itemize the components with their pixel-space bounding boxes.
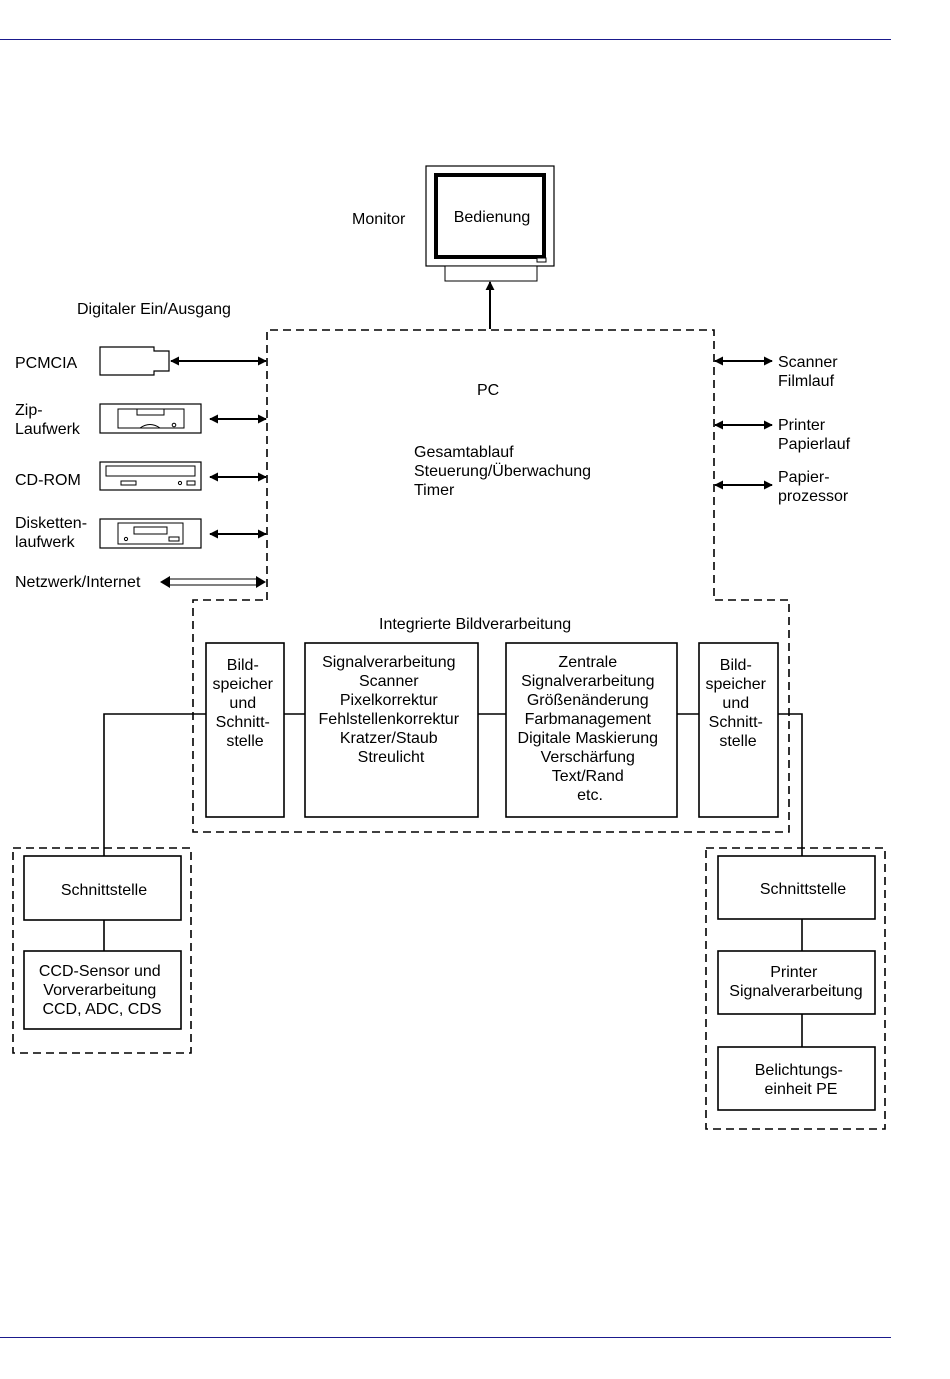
buffer-right-text: Bild- speicher und Schnitt- stelle <box>706 657 771 750</box>
monitor-screen-text: Bedienung <box>454 209 531 226</box>
printer-unit-boundary <box>705 847 886 1130</box>
scanner-unit-boundary <box>12 847 192 1054</box>
pc-function-line: Gesamtablauf <box>414 444 514 461</box>
zip-label: Zip- Laufwerk <box>15 402 81 438</box>
pc-function-line: Timer <box>414 482 455 499</box>
printer-interface-text: Schnittstelle <box>760 881 846 898</box>
pcmcia-label: PCMCIA <box>15 355 78 372</box>
central-processing-box <box>505 642 678 818</box>
central-processing-line: Signalverarbeitung <box>521 673 654 690</box>
pc-title: PC <box>477 382 499 399</box>
scanner-interface-text: Schnittstelle <box>61 882 147 899</box>
central-processing-line: Digitale Maskierung <box>518 730 659 747</box>
connector-buffer-scanner-unit <box>103 713 206 856</box>
monitor-power-led <box>536 257 547 263</box>
scanner-processing-line: Fehlstellenkorrektur <box>319 711 460 728</box>
monitor: Bedienung <box>425 165 555 282</box>
zip-drive-icon <box>99 403 202 434</box>
pc-function-line: Steuerung/Überwachung <box>414 462 591 480</box>
pcmcia-card-icon <box>99 346 170 376</box>
scanner-processing-line: Kratzer/Staub <box>340 730 438 747</box>
floppy-drive-icon <box>99 518 202 549</box>
processor-label-line: prozessor <box>778 488 849 505</box>
printer-label: Printer Papierlauf <box>778 417 851 453</box>
ccd-sensor-line: Vorverarbeitung <box>43 982 156 999</box>
printer-signal-line: Signalverarbeitung <box>729 983 862 1000</box>
ccd-sensor-line: CCD-Sensor und <box>39 963 161 980</box>
monitor-screen <box>434 173 546 259</box>
scanner-label-line: Scanner <box>778 354 838 371</box>
scanner-label: Scanner Filmlauf <box>778 354 842 390</box>
printer-signal-box <box>717 950 876 1015</box>
ccd-sensor-line: CCD, ADC, CDS <box>42 1001 161 1018</box>
exposure-unit-box <box>717 1046 876 1111</box>
scanner-processing-line: Signalverarbeitung <box>322 654 455 671</box>
central-processing-line: etc. <box>577 787 603 804</box>
bottom-rule <box>0 1337 891 1338</box>
buffer-right-line: Bild- <box>720 657 752 674</box>
ccd-sensor-text: CCD-Sensor und Vorverarbeitung CCD, ADC,… <box>39 963 165 1018</box>
scanner-processing-box <box>304 642 479 818</box>
buffer-right-line: Schnitt- <box>709 714 763 731</box>
processor-label-line: Papier- <box>778 469 830 486</box>
printer-label-line: Printer <box>778 417 826 434</box>
central-processing-line: Verschärfung <box>541 749 635 766</box>
buffer-left-line: speicher <box>213 676 274 693</box>
top-rule <box>0 39 891 40</box>
buffer-left-line: Schnitt- <box>216 714 270 731</box>
pc-functions: Gesamtablauf Steuerung/Überwachung Timer <box>414 444 595 499</box>
central-processing-text: Zentrale Signalverarbeitung Größenänderu… <box>518 654 663 804</box>
image-processing-title: Integrierte Bildverarbeitung <box>379 616 571 633</box>
printer-signal-text: Printer Signalverarbeitung <box>729 964 862 1000</box>
exposure-unit-line: einheit PE <box>765 1081 838 1098</box>
buffer-left-line: stelle <box>226 733 263 750</box>
exposure-unit-line: Belichtungs- <box>755 1062 843 1079</box>
ccd-sensor-box <box>23 950 182 1030</box>
monitor-label: Monitor <box>352 211 406 228</box>
network-double-arrow <box>160 576 266 588</box>
buffer-left-text: Bild- speicher und Schnitt- stelle <box>213 657 278 750</box>
scanner-interface-box <box>23 855 182 921</box>
buffer-left-line: und <box>229 695 256 712</box>
scanner-processing-line: Pixelkorrektur <box>340 692 438 709</box>
pc-boundary <box>192 329 790 833</box>
buffer-left-line: Bild- <box>227 657 259 674</box>
central-processing-line: Text/Rand <box>552 768 624 785</box>
buffer-right-line: speicher <box>706 676 767 693</box>
disk-label: Disketten- laufwerk <box>15 515 91 551</box>
buffer-left-box <box>205 642 285 818</box>
printer-label-line: Papierlauf <box>778 436 851 453</box>
scanner-processing-line: Scanner <box>359 673 419 690</box>
printer-signal-line: Printer <box>770 964 818 981</box>
cdrom-label: CD-ROM <box>15 472 81 489</box>
connector-buffer-printer-unit <box>778 713 803 856</box>
printer-interface-box <box>717 855 876 920</box>
scanner-processing-line: Streulicht <box>358 749 425 766</box>
disk-label-line: Disketten- <box>15 515 87 532</box>
monitor-stand <box>444 265 538 282</box>
processor-label: Papier- prozessor <box>778 469 849 505</box>
scanner-label-line: Filmlauf <box>778 373 835 390</box>
buffer-right-box <box>698 642 779 818</box>
scanner-processing-text: Signalverarbeitung Scanner Pixelkorrektu… <box>319 654 464 766</box>
zip-label-line: Zip- <box>15 402 43 419</box>
central-processing-line: Größenänderung <box>527 692 649 709</box>
disk-label-line: laufwerk <box>15 534 76 551</box>
network-label: Netzwerk/Internet <box>15 574 141 591</box>
exposure-unit-text: Belichtungs- einheit PE <box>755 1062 848 1098</box>
buffer-right-line: und <box>722 695 749 712</box>
cdrom-drive-icon <box>99 461 202 491</box>
buffer-right-line: stelle <box>719 733 756 750</box>
zip-label-line: Laufwerk <box>15 421 81 438</box>
central-processing-line: Zentrale <box>558 654 617 671</box>
digital-io-title: Digitaler Ein/Ausgang <box>77 301 231 318</box>
central-processing-line: Farbmanagement <box>525 711 652 728</box>
